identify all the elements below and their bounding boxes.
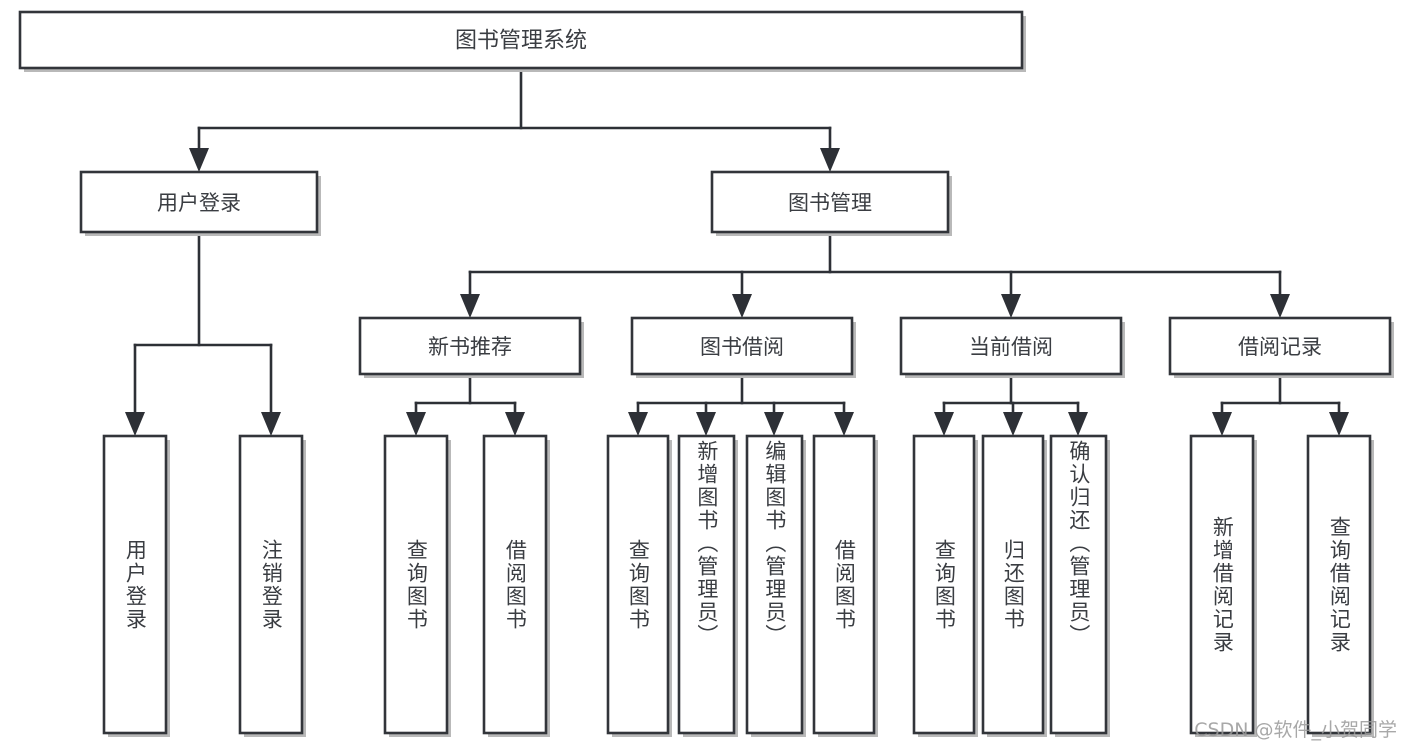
node-leaf-confirm-return-admin[interactable] — [1049, 434, 1108, 735]
node-leaf-borrow-book-rec[interactable] — [482, 434, 548, 735]
node-label-borrow-record: 借阅记录 — [1238, 335, 1322, 359]
node-label-current-borrow: 当前借阅 — [969, 335, 1053, 359]
arrow-head-add-book-admin — [696, 412, 716, 436]
node-leaf-query-book-current[interactable] — [912, 434, 976, 735]
node-label-new-book-recommend: 新书推荐 — [428, 335, 512, 359]
node-label-book-borrow: 图书借阅 — [700, 335, 784, 359]
node-new-book-recommend[interactable] — [358, 316, 582, 376]
node-leaf-query-book-rec[interactable] — [383, 434, 449, 735]
node-leaf-add-borrow-record[interactable] — [1189, 434, 1255, 735]
arrow-head-query-book-rec — [406, 412, 426, 436]
arrow-head-add-borrow-record — [1212, 412, 1232, 436]
node-leaf-query-book-borrow[interactable] — [606, 434, 670, 735]
arrow-head-borrow-book — [834, 412, 854, 436]
node-borrow-record[interactable] — [1168, 316, 1392, 376]
arrow-head-book-borrow — [732, 294, 752, 318]
node-current-borrow[interactable] — [899, 316, 1123, 376]
node-leaf-borrow-book[interactable] — [812, 434, 876, 735]
node-book-borrow[interactable] — [630, 316, 854, 376]
node-root-book-management-system[interactable] — [18, 10, 1024, 70]
node-label-book-manage: 图书管理 — [788, 191, 872, 215]
arrow-head-borrow-book-rec — [505, 412, 525, 436]
node-leaf-add-book-admin[interactable] — [677, 434, 736, 735]
node-label-root: 图书管理系统 — [455, 29, 587, 54]
arrow-head-query-borrow-record — [1329, 412, 1349, 436]
connector-layer — [125, 66, 1349, 436]
node-book-manage[interactable] — [710, 170, 950, 234]
node-leaf-return-book[interactable] — [981, 434, 1045, 735]
arrow-head-borrow-record — [1270, 294, 1290, 318]
node-leaf-edit-book-admin[interactable] — [745, 434, 804, 735]
arrow-head-book-manage — [820, 148, 840, 172]
arrow-head-user-login — [189, 148, 209, 172]
csdn-watermark: CSDN @软件_小贺同学 — [1194, 719, 1397, 741]
node-leaf-user-login[interactable] — [102, 434, 168, 735]
arrow-head-edit-book-admin — [764, 412, 784, 436]
node-leaf-query-borrow-record[interactable] — [1306, 434, 1372, 735]
arrow-head-query-book-borrow — [628, 412, 648, 436]
arrow-head-query-book-current — [934, 412, 954, 436]
node-layer: 图书管理系统 用户登录 图书管理 新书推荐 图书借阅 当前借阅 借阅记录 — [18, 10, 1394, 737]
arrow-head-user-logout-leaf — [261, 412, 281, 436]
arrow-head-return-book — [1003, 412, 1023, 436]
node-leaf-user-logout[interactable] — [238, 434, 304, 735]
node-label-user-login: 用户登录 — [157, 191, 241, 215]
arrow-head-confirm-return-admin — [1068, 412, 1088, 436]
arrow-head-current-borrow — [1001, 294, 1021, 318]
arrow-head-new-book-recommend — [460, 294, 480, 318]
node-user-login[interactable] — [79, 170, 319, 234]
arrow-head-user-login-leaf — [125, 412, 145, 436]
